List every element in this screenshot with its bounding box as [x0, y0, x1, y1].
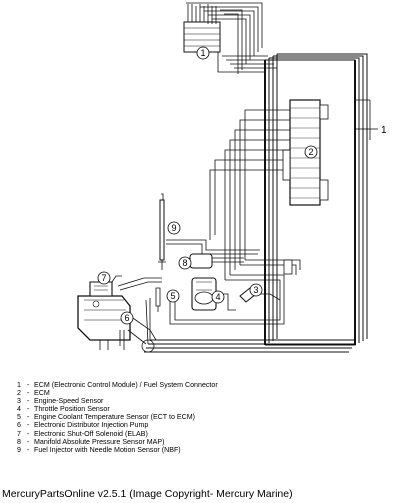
callout-number-7: 7: [101, 273, 106, 283]
legend-item-dash: -: [27, 381, 30, 389]
legend-item-number: 2: [17, 389, 21, 398]
legend-item: 4-Throttle Position Sensor: [17, 405, 317, 413]
legend-item-dash: -: [27, 413, 30, 422]
callout-circle-6: [120, 311, 134, 325]
callout-circle-7: [97, 271, 111, 285]
legend-item-dash: -: [27, 445, 30, 454]
callout-circle-9: [167, 221, 181, 235]
legend-item-number: 9: [17, 445, 21, 454]
callout-circle-2: [304, 145, 318, 159]
legend-item-dash: -: [27, 389, 30, 398]
side-callout-1: 1: [381, 125, 387, 136]
legend-item-text: Fuel Injector with Needle Motion Sensor …: [34, 445, 181, 454]
legend-item-text: ECM: [34, 389, 50, 398]
legend-item-dash: -: [27, 405, 30, 414]
legend-item-dash: -: [27, 397, 30, 406]
callout-circle-4: [211, 290, 225, 304]
callout-circle-1: [196, 46, 210, 60]
legend-item-number: 7: [17, 429, 21, 438]
legend-item-number: 8: [17, 437, 21, 446]
legend-item-number: 6: [17, 421, 21, 430]
legend-item-dash: -: [27, 429, 30, 438]
callout-number-5: 5: [170, 291, 175, 301]
callout-number-2: 2: [308, 147, 313, 157]
legend-item: 2-ECM: [17, 389, 317, 397]
legend-item-dash: -: [27, 421, 30, 430]
legend-item-text: ECM (Electronic Control Module) / Fuel S…: [34, 381, 218, 389]
legend-item-number: 1: [17, 381, 21, 389]
wiring-diagram: 1 2 3 4 5 6 7 8 9 1: [77, 2, 387, 353]
legend-item-number: 3: [17, 397, 21, 406]
legend: 1-ECM (Electronic Control Module) / Fuel…: [17, 381, 317, 454]
callout-number-1: 1: [200, 48, 205, 58]
legend-item-text: Manifold Absolute Pressure Sensor MAP): [34, 437, 165, 446]
callout-number-9: 9: [171, 223, 176, 233]
legend-item: 9-Fuel Injector with Needle Motion Senso…: [17, 446, 317, 454]
callout-circle-3: [249, 283, 263, 297]
callout-number-4: 4: [215, 292, 220, 302]
callout-circle-8: [178, 256, 192, 270]
legend-item-text: Electronic Shut-Off Solenoid (ELAB): [34, 429, 148, 438]
legend-item-dash: -: [27, 437, 30, 446]
legend-item: 6-Electronic Distributor Injection Pump: [17, 421, 317, 429]
footer-copyright: MercuryPartsOnline v2.5.1 (Image Copyrig…: [2, 488, 293, 500]
legend-item: 1-ECM (Electronic Control Module) / Fuel…: [17, 381, 317, 389]
callout-number-3: 3: [253, 285, 258, 295]
legend-item: 7-Electronic Shut-Off Solenoid (ELAB): [17, 430, 317, 438]
legend-item-text: Throttle Position Sensor: [34, 405, 110, 414]
callout-number-6: 6: [124, 313, 129, 323]
legend-item-number: 4: [17, 405, 21, 414]
legend-item: 5-Engine Coolant Temperature Sensor (ECT…: [17, 413, 317, 421]
legend-item: 3-Engine-Speed Sensor: [17, 397, 317, 405]
callout-circle-5: [166, 289, 180, 303]
legend-item-text: Electronic Distributor Injection Pump: [34, 421, 149, 430]
legend-item: 8-Manifold Absolute Pressure Sensor MAP): [17, 438, 317, 446]
legend-item-number: 5: [17, 413, 21, 422]
callout-number-8: 8: [182, 258, 187, 268]
legend-item-text: Engine Coolant Temperature Sensor (ECT t…: [34, 413, 195, 422]
legend-item-text: Engine-Speed Sensor: [34, 397, 104, 406]
